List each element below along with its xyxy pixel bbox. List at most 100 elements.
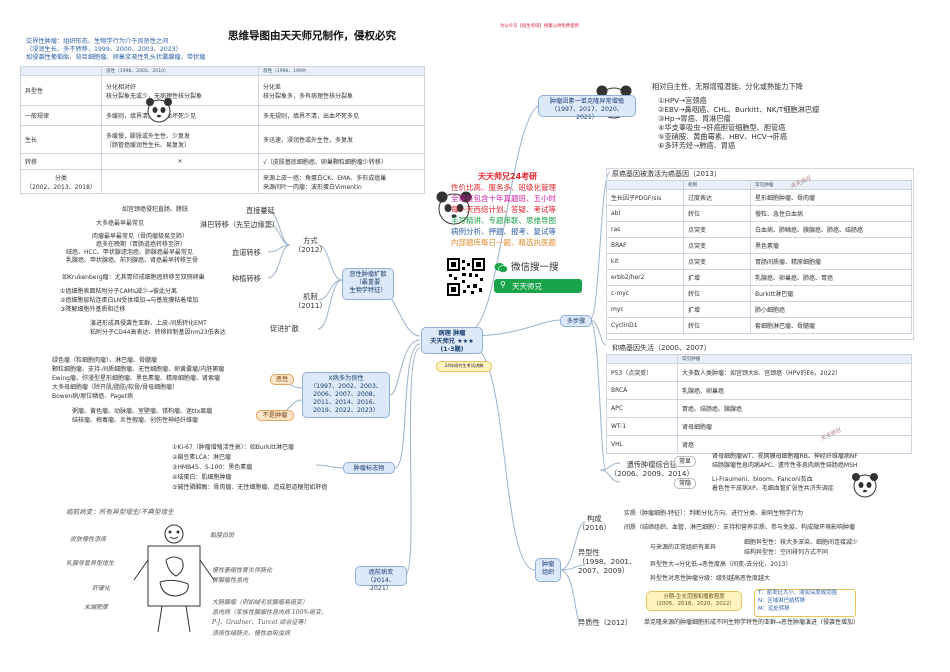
- lymph-spread-label: 淋巴转移（先至边缘窦）: [200, 220, 280, 229]
- tnm-item: M：远处转移: [758, 606, 790, 612]
- borderline-tumor-years: （浸润生长、多不转移，1999、2000、2003、2023）: [26, 46, 182, 53]
- malignant-text: 大多母细胞瘤（除开肌/脂肪/软骨/骨母细胞瘤）: [52, 384, 179, 391]
- precancer-hw-left: 皮肤慢性溃疡: [70, 536, 107, 543]
- promo-line: 性价比高、服务多、班级化管理: [451, 183, 556, 192]
- precancer-hw-right: 胃腺瘤性息肉: [212, 577, 249, 584]
- table-row: 生长多缓慢，膨胀或外生性、少复发 （肠管癌缓润性生长、易复发）多迅速，浸润性或外…: [20, 125, 425, 154]
- table-row: 分类 （2002、2013、2018）来源上皮一癌：角蛋白CK、EMA、多形成癌…: [20, 169, 425, 194]
- metastasis-text: 如Krukenberg瘤：尤其胃印戒细胞癌转移至双侧卵巢: [62, 274, 205, 281]
- marker-item: ③HMB45、S-100：黑色素瘤: [172, 464, 253, 471]
- tnm-item: N：区域淋巴结转移: [758, 598, 806, 604]
- table-row: 一般规律多缓则，填界清楚，出血坏死少见多无规则，填界不清，出血坏死多见: [20, 105, 425, 126]
- table-row: P53（点突变）大多数人类肿瘤：如宫颈大B、宫颈癌（HPV的E6，2022）: [606, 363, 912, 382]
- suppressor-title: 抑癌基因失活（2000、2007）: [612, 344, 711, 352]
- cause-item: ②EBV→鼻咽癌、CHL、Burkitt、NK/T细胞淋巴瘤: [658, 105, 820, 114]
- atypia-struct-text: 结构异型性：空间排列方式不同: [744, 549, 829, 556]
- oncogene-title: 原癌基因被激活为癌基因（2013）: [612, 170, 721, 178]
- malignant-label: 恶性: [270, 374, 294, 385]
- promote-text: 粘附分子CD44高表达、转移抑制基因nm23低表达: [90, 329, 226, 336]
- staging-box: 分期-生长范围和播散程度 （2005、2018、2020、2022）: [646, 591, 742, 611]
- center-title: 病理 肿瘤: [438, 330, 466, 337]
- node-tumor-tissue: 肿瘤 组织: [535, 558, 561, 582]
- node-precancerous-lesion: 癌前病变 （2014、2021）: [355, 566, 407, 592]
- precancer-hw-right: 息肉病（家族性腺瘤性息肉病 100%癌变，: [212, 609, 328, 616]
- marker-item: ⑤碱性磷酸酶：骨肉瘤、无性细胞瘤、造成胆道梗阻如肝癌: [172, 484, 328, 491]
- heterogeneity-label: 异质性（2012）: [578, 618, 633, 627]
- author-banner: 思维导图由天天师兄制作，侵权必究: [228, 30, 396, 42]
- cause-item: ⑤亚硝胺、黄曲霉素、HBV、HCV→肝癌: [658, 132, 788, 141]
- panda-doodle-icon: [436, 191, 472, 225]
- promo-title: 天天师兄24考研: [478, 172, 538, 181]
- malignant-text: Bowen病/原位鳞癌、Paget病: [52, 393, 134, 400]
- hereditary-dominant-text: 结肠腺瘤性息肉病APC、遗传性非息肉病性结肠癌MSH: [712, 462, 858, 469]
- metastasis-promote-label: 促进扩散: [270, 324, 299, 333]
- not-tumor-text: 粥瘤、黄色瘤、动脉瘤、室壁瘤、错构瘤、迷ttx离瘤: [72, 408, 213, 415]
- node-oma-naming: X病多为良性 （1997、2002、2003、 2006、2007、2008、 …: [302, 372, 390, 418]
- promo-line: 手写精讲、专题串联、思维导图: [451, 216, 556, 225]
- malignant-text: 绿色瘤（粒细胞肉瘤）、淋巴瘤、骨髓瘤: [52, 357, 158, 364]
- hereditary-dominant-text: 肾母细胞瘤WT、视网膜母细胞瘤RB、神经纤维瘤病NF: [712, 453, 858, 460]
- hereditary-label: 遗传肿瘤综合征 （2006、2009、2014）: [610, 460, 694, 478]
- cause-item: ③Hp→胃癌、胃淋巴瘤: [658, 114, 731, 123]
- precancer-hw-title: 癌前病变：所有异型增生/不典型增生: [66, 508, 174, 516]
- malignant-text: Ewing瘤、弥漫型星形细胞瘤、黑色素瘤、精原细胞瘤、肾索瘤: [52, 375, 220, 382]
- precancer-hw-right: 慢性萎缩性胃炎伴肠化: [212, 567, 273, 574]
- table-row: 异型性分化相对好 核分裂象无或少，无病理性核分裂象分化差 核分裂象多，多有病理性…: [20, 75, 425, 106]
- borderline-tumor-def: 交界性肿瘤：组织形态、生物学行为介于良恶性之间: [26, 38, 169, 45]
- metastasis-text: 癌多在晚期（胃肠道癌转移至肝）: [96, 241, 187, 248]
- center-tag: 24年研究生考试讲解: [436, 361, 492, 372]
- mechanism-text: ②癌细胞层粘连蛋白LN受体增加→与基底膜粘着增加: [60, 297, 199, 304]
- cause-item: ④华支睾吸虫→肝癌胆管细胞型、胆管癌: [658, 123, 786, 132]
- node-metastasis: 恶性肿瘤扩散 （最重要 生物学特征）: [342, 268, 394, 300]
- metastasis-text: 大多癌最早最常见: [96, 220, 145, 227]
- atypia-label: 异型性 （1998、2001、 2007、2009）: [578, 548, 637, 575]
- wechat-search-label: 微信搜一搜: [511, 262, 559, 273]
- metastasis-text: 绒癌、HCC、甲状腺滤泡癌、肺腺癌最早最常见: [66, 249, 193, 256]
- qr-code-icon[interactable]: [447, 258, 485, 296]
- atypia-text: 与来源的正常组织有差异: [650, 544, 717, 551]
- node-tumor-causes: 肿瘤因素一单克隆异常增殖 （1997、2017、2020、2021）: [538, 95, 636, 121]
- hereditary-recessive-text: Li-Fraumeni、bloom、Fanconi贫血: [712, 476, 813, 483]
- promo-line: 每一天西综计划、答疑、考试等: [451, 205, 556, 214]
- search-icon: ⚲: [500, 280, 506, 289]
- center-subtitle: 天天师兄 ★★★ (1-3题): [430, 338, 474, 354]
- causes-title: 相对自主性、无限增殖潜能、分化或熟能力下降: [652, 82, 803, 91]
- hereditary-recessive-label: 常隐: [674, 478, 696, 489]
- borderline-tumor-examples: 如侵袭性葡萄胎、背巨细胞瘤、卵巢浆液性乳头状囊腺瘤、带状瘤: [26, 54, 206, 61]
- promo-line: 全程班包含十年真题班、五小时: [451, 194, 556, 203]
- atypia-text: 异型性对恶性肿瘤分级：级别越高恶性度越大: [650, 575, 771, 582]
- panda-doodle-icon: [852, 473, 878, 498]
- direct-spread-label: 直接蔓延: [246, 206, 275, 215]
- composition-label: 构成 （2016）: [578, 514, 611, 532]
- table-header-row: 良性（1998、2002、2010）恶性（1996、1999）: [20, 66, 425, 76]
- metastasis-text: 如宫颈癌侵犯直肠、膀胱: [122, 206, 189, 213]
- benign-malignant-table: 良性（1998、2002、2010）恶性（1996、1999） 异型性分化相对好…: [20, 66, 425, 194]
- not-tumor-text: 结核瘤、梅毒瘤、炎性假瘤、创伤性神经纤维瘤: [72, 417, 199, 424]
- tnm-box: [754, 589, 856, 617]
- mechanism-text: ①癌细胞表面粘附分子CAMs减少→彼此分离: [60, 288, 178, 295]
- heterogeneity-text: 单克隆来源的肿瘤细胞形成不同生物学特性的亚群→恶性肿瘤演进（侵袭性增加）: [644, 619, 860, 626]
- metastasis-text: 肉瘤最早最常见（骨肉瘤极易至肺）: [92, 233, 189, 240]
- cause-item: ①HPV→宫颈癌: [658, 96, 707, 105]
- wechat-search-box[interactable]: ⚲ 天天师兄: [494, 279, 582, 293]
- panda-doodle-icon: [146, 98, 172, 123]
- precancer-hw-left: 肝硬化: [92, 585, 111, 592]
- source-note: 为公众号【病生考研】搜集以供免费使用: [500, 24, 580, 29]
- precancer-hw-left: 乳腺导管异型增生: [66, 560, 115, 567]
- suppressor-table: 常见肿瘤 P53（点突变）大多数人类肿瘤：如宫颈大B、宫颈癌（HPV的E6，20…: [606, 354, 912, 454]
- precancer-hw-right: 黏膜白斑: [210, 532, 235, 539]
- implant-spread-label: 种植转移: [232, 274, 261, 283]
- marker-item: ④结蛋白：肌细胞肿瘤: [172, 474, 232, 481]
